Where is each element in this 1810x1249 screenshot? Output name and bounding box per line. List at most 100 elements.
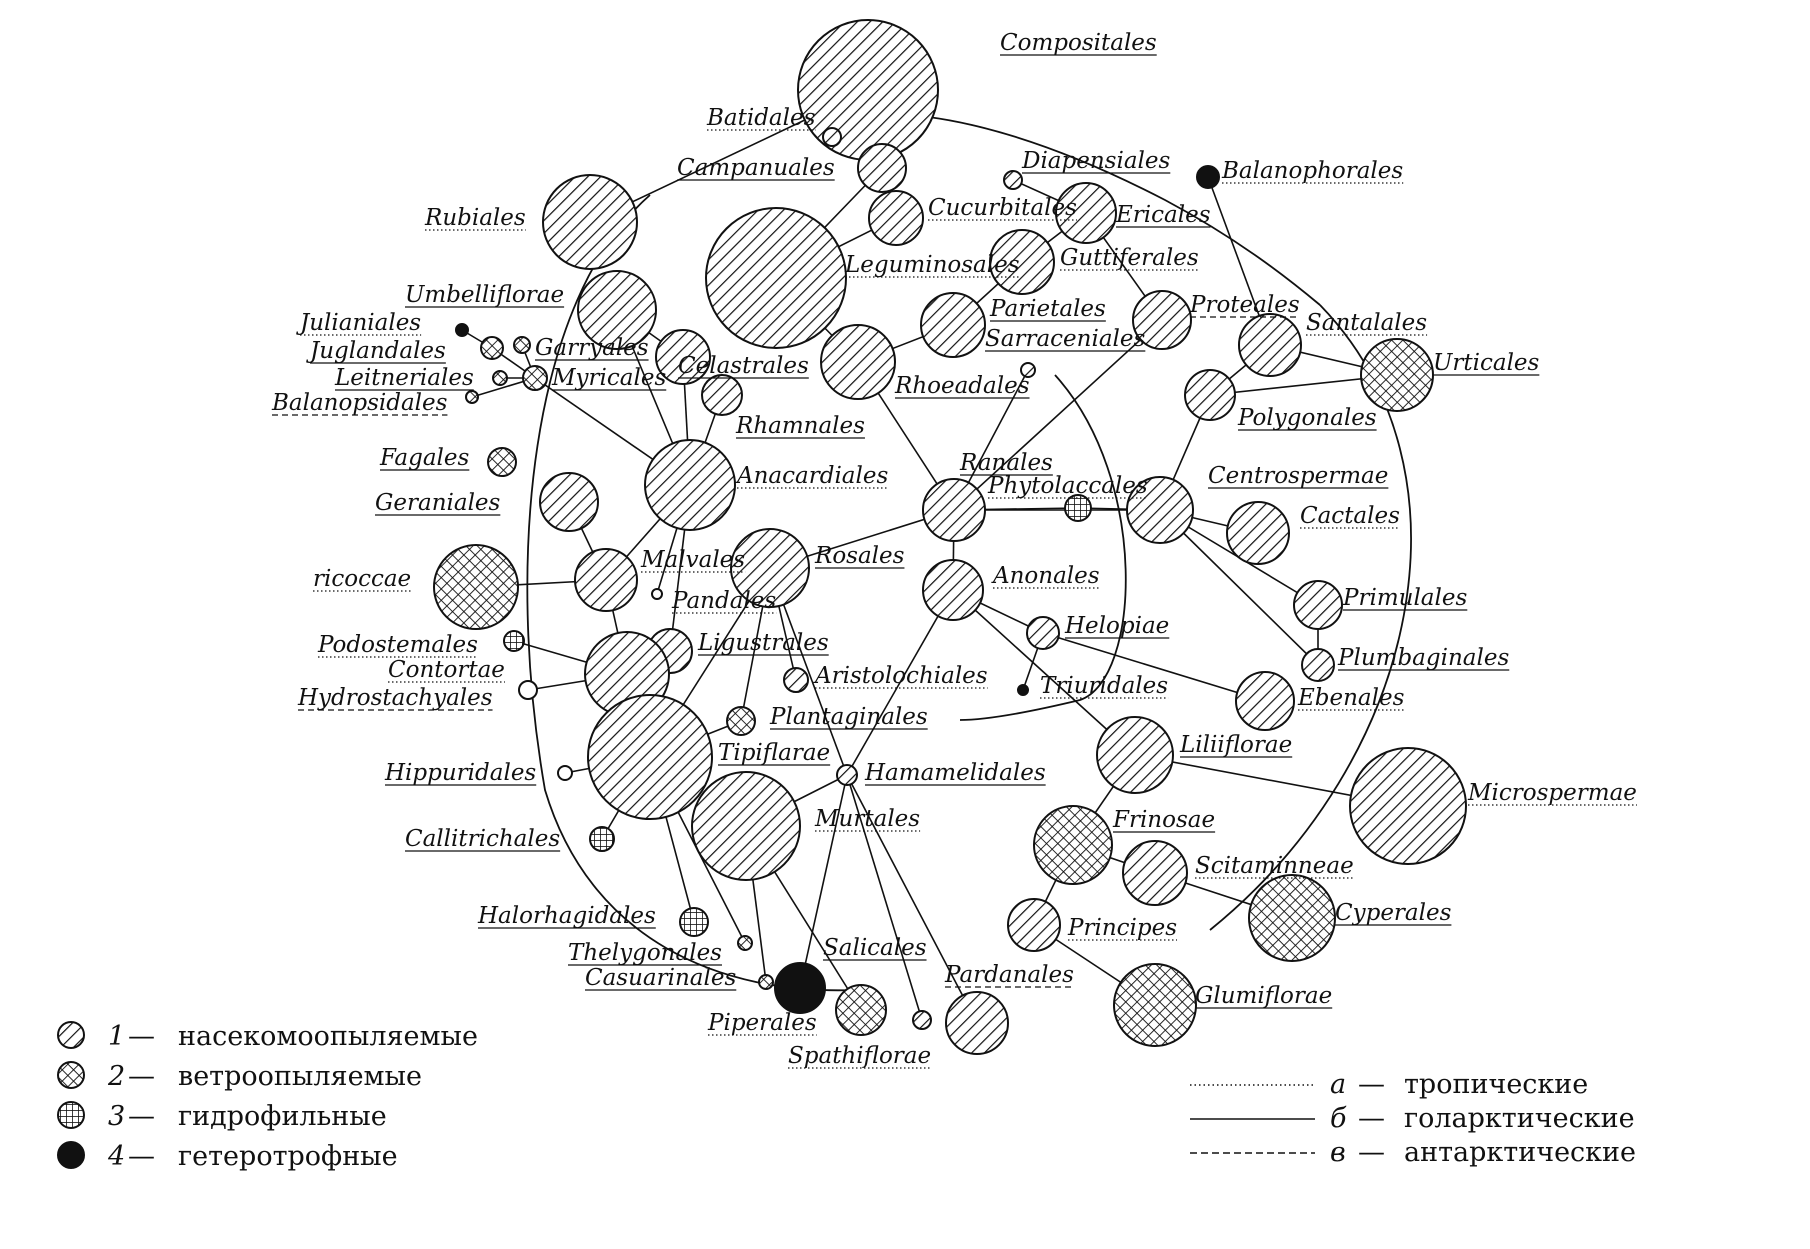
node-circle-santalales [1238,313,1302,377]
node-circle-celastrales [655,329,711,385]
label-contortae: Contortae [388,657,505,683]
label-celastrales: Celastrales [678,353,809,379]
legend-dash: — [1358,1069,1385,1100]
node-campanuales [857,143,907,193]
node-hamamelidales [836,764,858,786]
node-sarraceniales [1020,362,1036,378]
label-anonales: Anonales [991,563,1100,589]
label-julianiales: Julianiales [296,310,421,336]
node-circle-urticales [1360,338,1434,412]
node-ebenales [1235,671,1295,731]
label-cyperales: Cyperales [1335,900,1452,926]
node-circle-proteales [1132,290,1192,350]
node-circle-thelygonales [737,935,753,951]
label-rhamnales: Rhamnales [735,413,865,439]
label-polygonales: Polygonales [1237,405,1377,431]
edge-hamamelidales-piperales [799,774,848,989]
node-circle-anonales [922,559,984,621]
label-hydrostachyales: Hydrostachyales [297,685,493,711]
label-ranales: Ranales [959,450,1053,476]
label-salicales: Salicales [823,935,927,961]
node-circle-centrospermae [1126,476,1194,544]
node-malvales [574,548,638,612]
legend-dash: — [128,1061,155,1092]
label-cucurbitales: Cucurbitales [928,195,1077,221]
node-podostemales [503,630,525,652]
node-anonales [922,559,984,621]
node-circle-balanopsidales [465,390,479,404]
node-microspermae [1349,747,1467,865]
node-murtales [691,771,801,881]
node-myricales [522,365,548,391]
label-urticales: Urticales [1433,350,1540,376]
node-circle-glumiflorae [1113,963,1197,1047]
node-circle-scitaminneae [1122,840,1188,906]
node-circle-leitneriales [492,370,508,386]
label-batidales: Batidales [706,105,816,131]
node-garryales [513,336,531,354]
label-balanopsidales: Balanopsidales [271,390,448,416]
node-circle-ricoccae [433,544,519,630]
label-hamamelidales: Hamamelidales [864,760,1046,786]
label-piperales: Piperales [707,1010,817,1036]
label-balanophorales: Balanophorales [1221,158,1403,184]
node-circle-hamamelidales [836,764,858,786]
node-circle-helopiae [1026,616,1060,650]
label-ricoccae: ricoccae [313,566,411,592]
node-rhamnales [701,374,743,416]
node-plantaginales [726,706,756,736]
label-ligustrales: Ligustrales [697,630,829,656]
node-hydrostachyales [518,680,538,700]
legend-letter: в [1330,1137,1346,1168]
label-diapensiales: Diapensiales [1021,148,1170,174]
node-circle-pandales [651,588,663,600]
legend-text: тропические [1404,1069,1588,1100]
node-circle-batidales [822,127,842,147]
node-fagales [487,447,517,477]
node-circle-casuarinales [758,974,774,990]
legend: 1—насекомоопыляемые2—ветроопыляемые3—гид… [57,1021,1636,1172]
label-glumiflorae: Glumiflorae [1195,983,1332,1009]
node-helopiae [1026,616,1060,650]
node-cucurbitales [868,190,924,246]
node-glumiflorae [1113,963,1197,1047]
label-phytolaccales: Phytolaccales [987,473,1148,499]
node-circle-tipiflarae [587,694,713,820]
node-circle-primulales [1293,580,1343,630]
node-parietales [920,292,986,358]
label-primulales: Primulales [1342,585,1467,611]
node-circle-leguminosales [705,207,847,349]
node-hippuridales [557,765,573,781]
legend-swatch-black [57,1141,85,1169]
legend-number: 4 [107,1141,125,1172]
legend-text: гидрофильные [178,1101,387,1132]
node-plumbaginales [1301,648,1335,682]
label-spathiflorae: Spathiflorae [788,1043,931,1069]
label-thelygonales: Thelygonales [568,940,722,966]
label-umbelliflorae: Umbelliflorae [405,282,564,308]
node-circle-compositales [797,19,939,161]
label-frinosae: Frinosae [1112,807,1215,833]
edge-proteales-ranales [953,319,1163,511]
label-pandales: Pandales [671,588,776,614]
label-ericales: Ericales [1115,202,1211,228]
label-podostemales: Podostemales [317,632,478,658]
label-guttiferales: Guttiferales [1060,245,1199,271]
node-ricoccae [433,544,519,630]
node-circle-sarraceniales [1020,362,1036,378]
node-circle-guttiferales [989,229,1055,295]
node-circle-ebenales [1235,671,1295,731]
node-salicales [835,984,887,1036]
label-compositales: Compositales [1000,30,1157,56]
node-principes [1007,898,1061,952]
inner-left-arc [526,194,856,992]
node-circle-plumbaginales [1301,648,1335,682]
node-circle-polygonales [1184,369,1236,421]
node-circle-liliiflorae [1096,716,1174,794]
legend-dash: — [128,1101,155,1132]
label-juglandales: Juglandales [306,338,446,364]
node-frinosae [1033,805,1113,885]
label-garryales: Garryales [535,335,649,361]
node-batidales [822,127,842,147]
